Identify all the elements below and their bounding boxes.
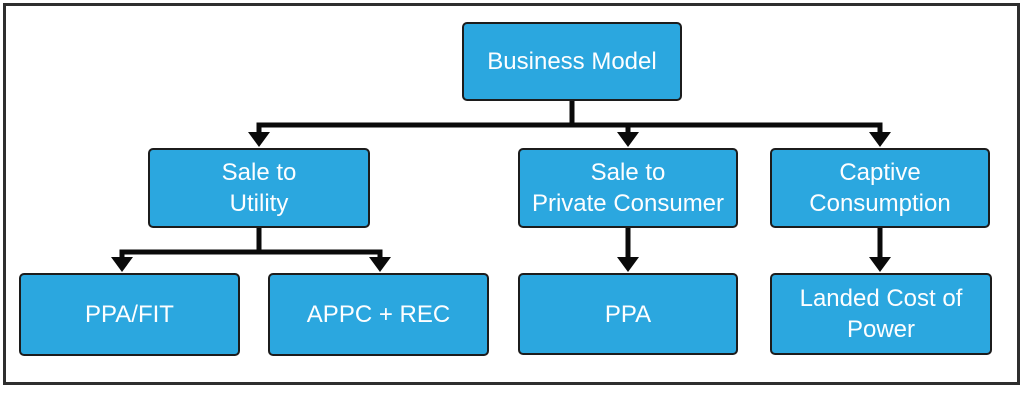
arrow-down-icon <box>869 132 891 147</box>
node-label-line: PPA <box>604 300 652 328</box>
node-sale-to-private-consumer: Sale to Private Consumer <box>518 148 738 228</box>
node-label-line: Private Consumer <box>531 190 725 217</box>
node-appc-rec: APPC + REC <box>268 273 489 356</box>
node-ppa: PPA <box>518 273 738 355</box>
arrow-down-icon <box>617 132 639 147</box>
node-label-line: Sale to <box>221 159 297 186</box>
outer-frame <box>3 3 1020 385</box>
arrow-down-icon <box>869 257 891 272</box>
node-label-line: Sale to <box>590 159 666 186</box>
node-label-line: Consumption <box>809 190 951 217</box>
node-label-line: Captive <box>839 159 921 186</box>
arrow-down-icon <box>617 257 639 272</box>
node-label-line: Landed Cost of <box>799 285 963 312</box>
node-ppa-fit: PPA/FIT <box>19 273 240 356</box>
arrow-down-icon <box>248 132 270 147</box>
node-label-line: Power <box>846 316 916 343</box>
arrow-down-icon <box>369 257 391 272</box>
node-label-line: Business Model <box>487 48 657 75</box>
node-label-line: PPA/FIT <box>85 301 174 328</box>
node-label-line: Utility <box>229 190 289 217</box>
node-business-model: Business Model <box>462 22 682 101</box>
node-label-line: APPC + REC <box>306 301 451 328</box>
arrow-down-icon <box>111 257 133 272</box>
node-landed-cost-of-power: Landed Cost of Power <box>770 273 992 355</box>
node-sale-to-utility: Sale to Utility <box>148 148 370 228</box>
node-captive-consumption: Captive Consumption <box>770 148 990 228</box>
